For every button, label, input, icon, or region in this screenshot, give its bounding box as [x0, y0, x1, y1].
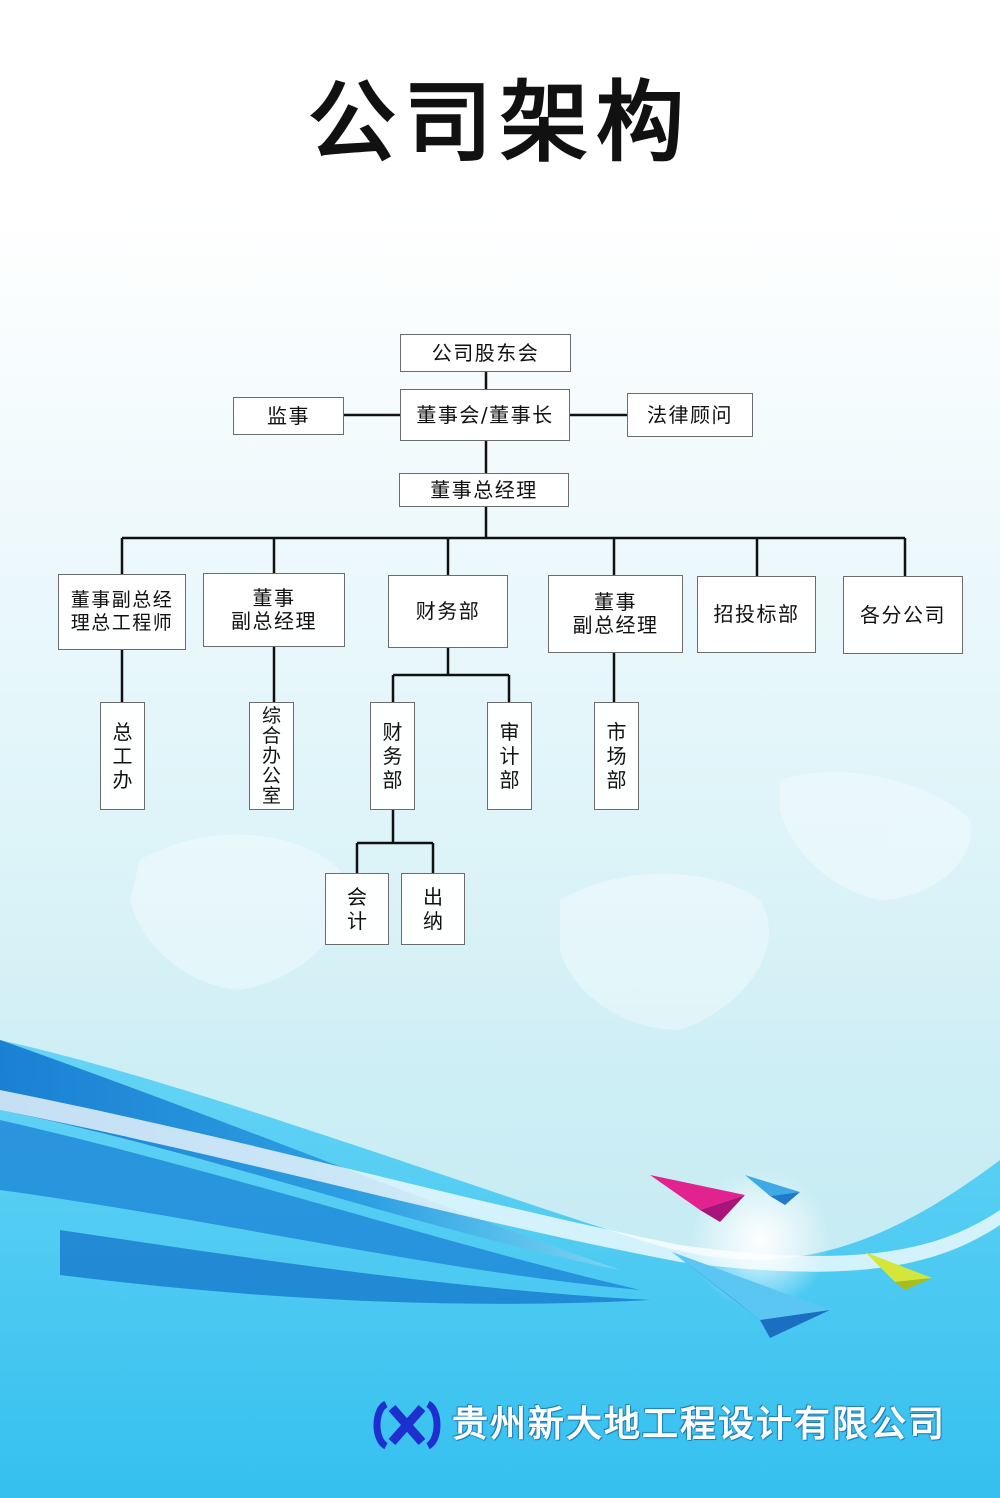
- node-finance-sub-department: 财 务 部: [370, 702, 415, 810]
- page-title: 公司架构: [307, 71, 692, 174]
- node-legal-advisor: 法律顾问: [627, 393, 753, 437]
- node-board-chairman: 董事会/董事长: [400, 389, 570, 441]
- paper-plane-icon-large-blue: [672, 1252, 830, 1338]
- node-supervisor: 监事: [233, 397, 344, 435]
- node-admin-office: 综 合 办 公 室: [249, 702, 294, 810]
- node-branch-companies: 各分公司: [843, 576, 963, 654]
- node-accounting: 会 计: [325, 873, 389, 945]
- world-map-watermark: [130, 772, 972, 1030]
- node-cashier: 出 纳: [401, 873, 465, 945]
- node-vp-a: 董事 副总经理: [203, 573, 345, 647]
- node-market-department: 市 场 部: [594, 702, 639, 810]
- paper-plane-icon-yellow: [865, 1252, 932, 1290]
- company-name: 贵州新大地工程设计有限公司: [452, 1404, 947, 1445]
- node-bidding-department: 招投标部: [697, 576, 816, 653]
- node-finance-department: 财务部: [388, 575, 508, 648]
- node-vp-b: 董事 副总经理: [548, 575, 683, 653]
- node-audit-department: 审 计 部: [487, 702, 532, 810]
- company-logo-icon: [373, 1400, 441, 1450]
- paper-plane-icon-small-blue: [745, 1175, 800, 1205]
- node-shareholders: 公司股东会: [400, 334, 571, 372]
- node-general-manager: 董事总经理: [399, 473, 569, 507]
- node-vp-chief-engineer: 董事副总经 理总工程师: [58, 574, 186, 650]
- paper-plane-icon-pink: [650, 1175, 745, 1222]
- node-chief-engineer-office: 总 工 办: [100, 702, 145, 810]
